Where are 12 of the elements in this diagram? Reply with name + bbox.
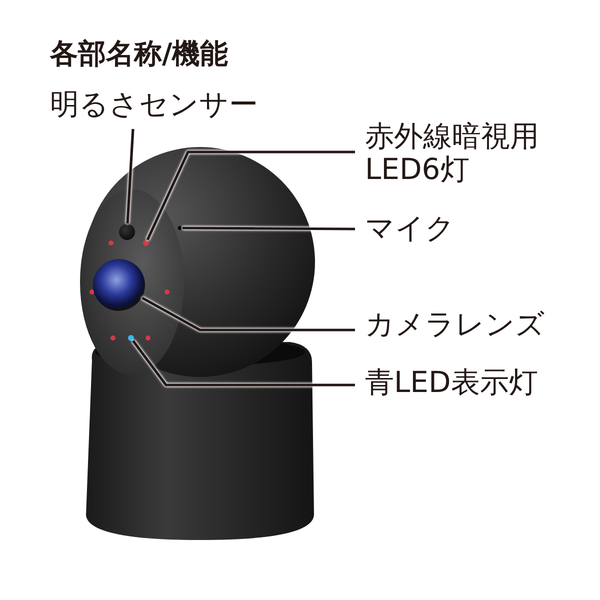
leader-line: [142, 296, 355, 332]
leader-line: [146, 150, 355, 240]
heading: 各部名称/機能: [50, 37, 228, 70]
part-label: 青LED表示灯: [355, 366, 595, 399]
microphone-hole: [178, 226, 182, 230]
leader-line: [182, 226, 355, 230]
part-label: 明るさセンサー: [50, 88, 310, 129]
leader-line: [132, 340, 355, 386]
part-label: 赤外線暗視用LED6灯: [355, 120, 565, 186]
part-label: カメラレンズ: [355, 308, 595, 341]
leader-line: [126, 128, 134, 224]
part-label: マイク: [355, 212, 565, 245]
